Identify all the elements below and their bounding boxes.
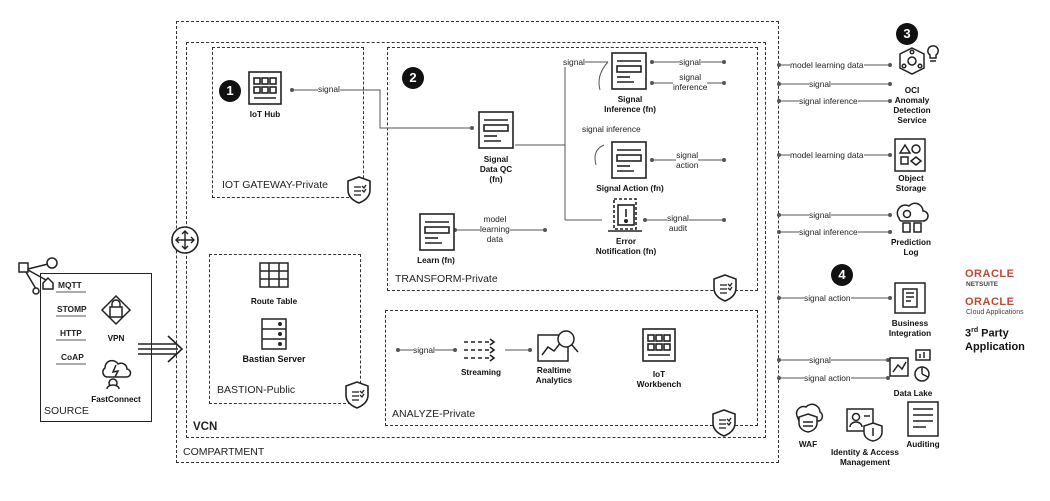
cloud-applications-logo: Cloud Applications [966,309,1024,316]
signal-inference-function-icon [610,51,648,96]
bastian-server-icon [260,317,288,356]
protocol-mqtt: MQTT [58,280,82,290]
prediction-log-icon [893,198,931,239]
oracle-logo: ORACLE [965,268,1015,280]
edge-label-r-signal-3: signal [809,355,831,365]
auditing-label: Auditing [906,440,940,449]
analyze-subnet [385,310,758,426]
signal-inference-label: Signal Inference (fn) [604,95,656,114]
oracle-logo: ORACLE [965,296,1015,308]
prediction-log-label: Prediction Log [890,238,932,257]
streaming-icon [460,336,504,369]
learn-function-icon [418,212,456,257]
vpn-lock-icon [99,294,133,331]
route-table-label: Route Table [250,297,298,306]
edge-label-r-signal-action-1: signal action [804,293,851,303]
edge-label-signal-action-out: signal action [676,150,699,170]
badge-2: 2 [402,67,424,89]
third-party-application-label: 3rd Party Application [965,327,1025,353]
badge-3: 3 [896,23,918,45]
protocol-coap: CoAP [61,352,84,362]
auditing-icon [906,400,940,443]
bastian-server-label: Bastian Server [242,354,306,364]
protocol-stomp: STOMP [57,304,87,314]
edge-label-analyze-signal: signal [413,345,435,355]
error-notification-function-icon [604,197,646,240]
waf-icon [791,400,825,439]
security-list-shield-icon [344,381,370,414]
badge-1: 1 [219,80,241,102]
analyze-label: ANALYZE-Private [392,408,476,420]
streaming-label: Streaming [460,368,502,377]
business-integration-icon [893,281,927,320]
signal-data-qc-function-icon [477,110,515,155]
iot-gateway-subnet [212,47,364,198]
object-storage-icon [893,137,927,178]
fastconnect-icon [99,356,133,395]
iot-workbench-label: IoT Workbench [636,370,682,389]
security-list-shield-icon [712,274,738,307]
realtime-analytics-icon [536,327,580,370]
iot-workbench-icon [641,327,677,368]
realtime-analytics-label: Realtime Analytics [535,366,573,385]
anomaly-detection-icon [896,42,942,87]
signal-action-function-icon [610,140,648,185]
business-integration-label: Business Integration [888,319,932,338]
edge-label-r-model-learning-data-2: model learning data [790,150,864,160]
fastconnect-label: FastConnect [91,395,141,404]
edge-label-r-signal-inference-1: signal inference [799,96,858,106]
edge-label-r-signal-2: signal [809,210,831,220]
security-list-shield-icon [711,409,737,442]
edge-label-signal-inference-out: signal inference [673,72,708,92]
netsuite-logo: NETSUITE [966,281,999,288]
transform-label: TRANSFORM-Private [395,273,498,285]
source-box [40,273,152,422]
identity-access-management-label: Identity & Access Management [831,448,899,467]
error-notification-label: Error Notification (fn) [595,237,657,256]
data-lake-icon [888,348,934,389]
bastion-subnet [209,254,361,404]
iot-hub-label: IoT Hub [249,110,281,119]
iot-hub-icon [247,70,283,111]
vpn-label: VPN [107,334,125,343]
security-list-shield-icon [346,176,372,209]
route-table-icon [258,261,290,294]
data-lake-label: Data Lake [893,389,933,398]
identity-access-management-icon [845,407,885,448]
edge-label-hub-signal: signal [318,84,340,94]
edge-label-signal-inference-mid: signal inference [582,124,641,134]
router-icon [170,225,200,260]
iot-devices-icon [16,255,62,302]
edge-label-signal-audit: signal audit [667,213,689,233]
anomaly-detection-label: OCI Anomaly Detection Service [893,86,931,125]
compartment-label: COMPARTMENT [183,446,265,458]
learn-label: Learn (fn) [417,256,455,265]
edge-label-model-learning-data: model learning data [480,214,510,244]
edge-label-r-signal-1: signal [809,79,831,89]
signal-data-qc-label: Signal Data QC (fn) [479,155,513,184]
transform-subnet [387,47,758,291]
edge-label-r-signal-inference-2: signal inference [799,227,858,237]
badge-4: 4 [831,264,853,286]
source-label: SOURCE [44,405,89,417]
iot-gateway-label: IOT GATEWAY-Private [222,179,328,191]
object-storage-label: Object Storage [895,174,927,193]
vcn-label: VCN [193,421,218,433]
protocol-http: HTTP [60,328,82,338]
edge-label-signal-top-in: signal [563,57,585,67]
edge-label-signal-out: signal [679,57,701,67]
edge-label-r-model-learning-data-1: model learning data [790,60,864,70]
bastion-label: BASTION-Public [217,384,296,396]
signal-action-label: Signal Action (fn) [596,184,664,193]
edge-label-r-signal-action-2: signal action [804,373,851,383]
waf-label: WAF [798,440,818,449]
